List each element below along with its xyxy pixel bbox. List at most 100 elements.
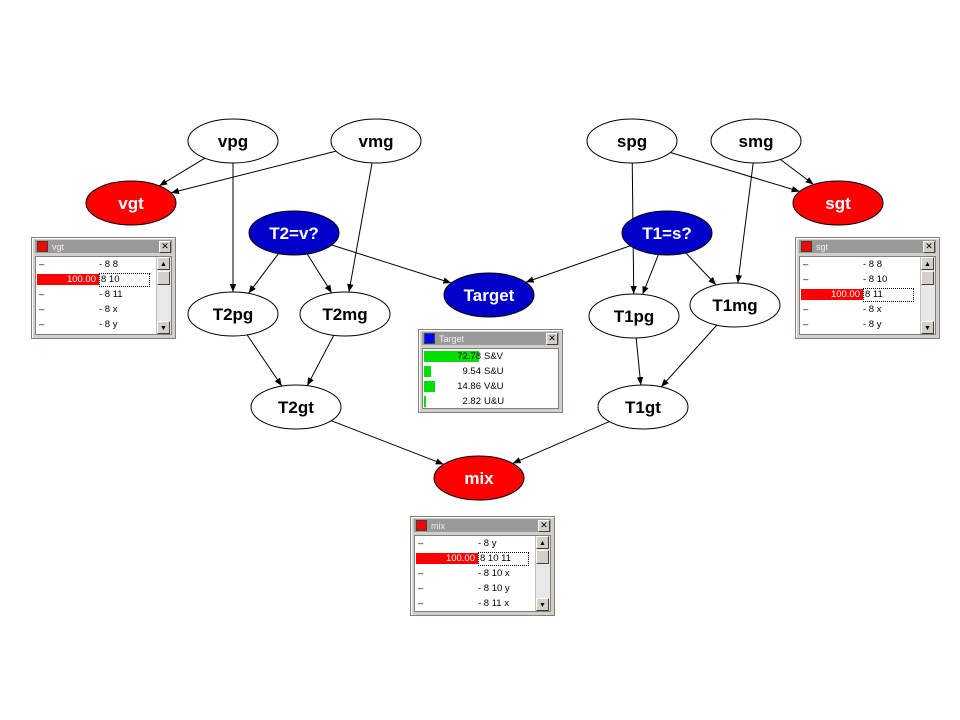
node-ellipse[interactable] xyxy=(187,118,279,164)
node-spg[interactable]: spg xyxy=(586,118,678,164)
state-probability: 2.82 xyxy=(462,396,482,407)
mix-monitor-window[interactable]: mix ✕ –- 8 y–100.008 10 11–- 8 10 x–- 8 … xyxy=(410,516,555,616)
node-mix[interactable]: mix xyxy=(433,455,525,501)
node-ellipse[interactable] xyxy=(689,282,781,328)
state-row[interactable]: –- 8 10 y xyxy=(415,581,550,596)
close-icon[interactable]: ✕ xyxy=(538,519,550,532)
scroll-thumb[interactable] xyxy=(536,550,549,564)
monitor-titlebar[interactable]: Target ✕ xyxy=(422,332,559,345)
state-row[interactable]: –- 8 10 xyxy=(800,272,935,287)
node-vpg[interactable]: vpg xyxy=(187,118,279,164)
state-row[interactable]: –- 8 y xyxy=(800,317,935,332)
close-icon[interactable]: ✕ xyxy=(159,240,171,253)
state-row[interactable]: –- 8 y xyxy=(415,536,550,551)
state-dash: – xyxy=(418,598,424,609)
belief-bar xyxy=(424,366,432,377)
vgt-monitor-window[interactable]: vgt ✕ –- 8 8–100.008 10–- 8 11–- 8 x–- 8… xyxy=(31,237,176,339)
edge-t1gt-to-mix xyxy=(512,421,610,464)
state-dash: – xyxy=(39,289,45,300)
node-vmg[interactable]: vmg xyxy=(330,118,422,164)
node-ellipse[interactable] xyxy=(597,384,689,430)
state-row[interactable]: –- 8 8 xyxy=(36,257,171,272)
state-row[interactable]: –100.008 11 xyxy=(800,287,935,302)
node-ellipse[interactable] xyxy=(187,291,279,337)
evidence-bar xyxy=(37,274,99,285)
node-t1s[interactable]: T1=s? xyxy=(621,210,713,256)
state-dash: – xyxy=(803,274,809,285)
node-label: mix xyxy=(464,469,494,488)
node-sgt[interactable]: sgt xyxy=(792,180,884,226)
state-name: - 8 8 xyxy=(99,259,119,270)
node-label: T1=s? xyxy=(642,224,692,243)
state-probability: 100.00 xyxy=(66,274,96,285)
vertical-scrollbar[interactable]: ▲▼ xyxy=(920,257,935,334)
vertical-scrollbar[interactable]: ▲▼ xyxy=(535,536,550,611)
scroll-up-arrow-icon[interactable]: ▲ xyxy=(536,536,549,549)
state-row[interactable]: –- 8 11 xyxy=(36,287,171,302)
monitor-state-list[interactable]: –- 8 y–100.008 10 11–- 8 10 x–- 8 10 y–-… xyxy=(414,535,551,612)
scroll-thumb[interactable] xyxy=(921,271,934,285)
node-ellipse[interactable] xyxy=(792,180,884,226)
node-t2v[interactable]: T2=v? xyxy=(248,210,340,256)
state-probability: 14.86 xyxy=(457,381,481,392)
state-row[interactable]: –- 8 x xyxy=(800,302,935,317)
node-t1pg[interactable]: T1pg xyxy=(588,293,680,339)
node-ellipse[interactable] xyxy=(330,118,422,164)
node-t1mg[interactable]: T1mg xyxy=(689,282,781,328)
node-ellipse[interactable] xyxy=(621,210,713,256)
state-row[interactable]: –- 8 8 xyxy=(800,257,935,272)
close-icon[interactable]: ✕ xyxy=(546,332,558,345)
node-ellipse[interactable] xyxy=(433,455,525,501)
scroll-up-arrow-icon[interactable]: ▲ xyxy=(157,257,170,270)
node-smg[interactable]: smg xyxy=(710,118,802,164)
scroll-down-arrow-icon[interactable]: ▼ xyxy=(536,598,549,611)
node-ellipse[interactable] xyxy=(248,210,340,256)
node-target[interactable]: Target xyxy=(443,272,535,318)
node-t2gt[interactable]: T2gt xyxy=(250,384,342,430)
node-label: Target xyxy=(464,286,515,305)
sgt-monitor-window[interactable]: sgt ✕ –- 8 8–- 8 10–100.008 11–- 8 x–- 8… xyxy=(795,237,940,339)
state-name: 8 10 xyxy=(99,273,150,287)
scroll-thumb[interactable] xyxy=(157,271,170,285)
node-t1gt[interactable]: T1gt xyxy=(597,384,689,430)
close-icon[interactable]: ✕ xyxy=(923,240,935,253)
node-label: sgt xyxy=(825,194,851,213)
state-row[interactable]: –- 8 x xyxy=(36,302,171,317)
node-vgt[interactable]: vgt xyxy=(85,180,177,226)
scroll-up-arrow-icon[interactable]: ▲ xyxy=(921,257,934,270)
node-t2mg[interactable]: T2mg xyxy=(299,291,391,337)
monitor-titlebar[interactable]: mix ✕ xyxy=(414,519,551,532)
node-color-swatch xyxy=(424,333,435,344)
state-row[interactable]: –- 8 10 x xyxy=(415,566,550,581)
state-row[interactable]: –100.008 10 xyxy=(36,272,171,287)
state-row[interactable]: –- 8 y xyxy=(36,317,171,332)
node-ellipse[interactable] xyxy=(710,118,802,164)
state-name: - 8 11 x xyxy=(478,598,509,609)
node-ellipse[interactable] xyxy=(85,180,177,226)
state-row[interactable]: – - 8 11 x xyxy=(415,596,550,611)
state-row[interactable]: –100.008 10 11 xyxy=(415,551,550,566)
node-ellipse[interactable] xyxy=(299,291,391,337)
node-ellipse[interactable] xyxy=(443,272,535,318)
edge-t1s-to-t1mg xyxy=(685,252,717,286)
scroll-down-arrow-icon[interactable]: ▼ xyxy=(157,321,170,334)
edge-t1mg-to-t1gt xyxy=(660,324,718,388)
monitor-titlebar[interactable]: vgt ✕ xyxy=(35,240,172,253)
node-ellipse[interactable] xyxy=(588,293,680,339)
scroll-down-arrow-icon[interactable]: ▼ xyxy=(921,321,934,334)
monitor-state-list[interactable]: –- 8 8–- 8 10–100.008 11–- 8 x–- 8 y▲▼ xyxy=(799,256,936,335)
node-label: T2=v? xyxy=(269,224,319,243)
monitor-titlebar[interactable]: sgt ✕ xyxy=(799,240,936,253)
state-name: - 8 y xyxy=(478,538,497,549)
node-ellipse[interactable] xyxy=(586,118,678,164)
node-ellipse[interactable] xyxy=(250,384,342,430)
vertical-scrollbar[interactable]: ▲▼ xyxy=(156,257,171,334)
node-t2pg[interactable]: T2pg xyxy=(187,291,279,337)
monitor-state-list[interactable]: –- 8 8–100.008 10–- 8 11–- 8 x–- 8 y▲▼ xyxy=(35,256,172,335)
